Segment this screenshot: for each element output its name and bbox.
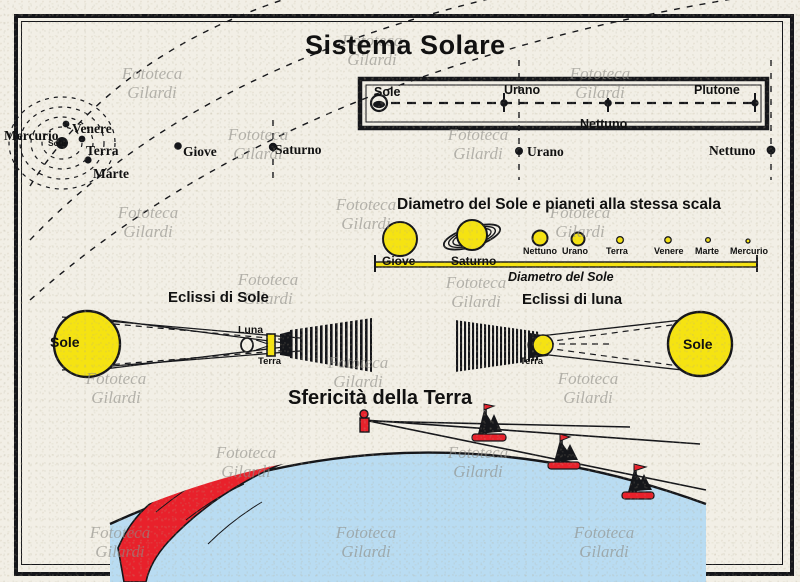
- planet-scale-disc: [615, 235, 625, 245]
- inset-scale-box: [357, 76, 770, 131]
- sun-label-orbit-map: Sole: [48, 138, 66, 148]
- inset-planet-label: Sole: [374, 85, 401, 99]
- orbit-arcs-inner: [8, 96, 116, 190]
- planet-scale-label: Saturno: [451, 254, 497, 268]
- inset-planet-label: Urano: [504, 83, 541, 97]
- inset-sun-symbol: [369, 93, 389, 113]
- eclipse-lunar-title: Eclissi di luna: [522, 291, 623, 308]
- diameter-scale-group: [374, 219, 758, 272]
- sun-diameter-band-label: Diametro del Sole: [508, 270, 614, 284]
- planet-scale-label: Giove: [382, 254, 416, 268]
- sun-label-lunar-eclipse: Sole: [683, 336, 713, 352]
- orbit-arcs: [29, 0, 731, 301]
- planet-scale-label: Venere: [654, 246, 684, 256]
- eclipse-lunar-group: [455, 310, 734, 378]
- planet-scale-disc: [704, 236, 712, 244]
- solar-shadow-hatch: [280, 318, 372, 372]
- sphericity-title: Sfericità della Terra: [288, 387, 473, 409]
- planet-scale-circles: [382, 219, 751, 257]
- orbit-planet-label: Marte: [93, 166, 129, 181]
- sphericity-group: [109, 403, 707, 582]
- planet-scale-disc: [456, 219, 488, 251]
- planet-scale-label: Marte: [695, 246, 720, 256]
- ship: [471, 403, 507, 442]
- orbit-planet-label: Venere: [72, 121, 112, 136]
- sun-disc-solar: [52, 309, 122, 379]
- planet-scale-disc: [382, 221, 418, 257]
- lighthouse: [359, 409, 370, 433]
- planet-scale-label: Terra: [606, 246, 628, 256]
- planet-scale-label: Urano: [562, 246, 589, 256]
- planet-scale-disc: [531, 229, 549, 247]
- planet-scale-label: Nettuno: [523, 246, 557, 256]
- orbit-planet-label: Urano: [527, 144, 564, 159]
- sun-disc-lunar: [666, 310, 734, 378]
- moon-disc: [240, 337, 254, 353]
- earth-label-solar-eclipse: Terra: [258, 356, 282, 367]
- solar-umbra-rays: [255, 339, 269, 351]
- orbit-planet-label: Saturno: [275, 142, 322, 157]
- orbit-planet-label: Mercurio: [4, 128, 59, 143]
- inset-planet-label: Nettuno: [580, 117, 628, 131]
- eclipse-solar-group: [52, 309, 372, 379]
- earth-disc-solar: [266, 333, 276, 357]
- inset-planet-ticks: [500, 93, 759, 112]
- sun-label-solar-eclipse: Sole: [50, 334, 80, 350]
- sun-diameter-band: [374, 255, 758, 272]
- orbit-planet-label: Giove: [183, 144, 217, 159]
- orbit-planet-dots: [56, 120, 776, 164]
- ship: [621, 463, 655, 500]
- eclipse-solar-title: Eclissi di Sole: [168, 289, 269, 306]
- earth-label-lunar-eclipse: Terra: [520, 356, 544, 367]
- orbit-planet-label: Nettuno: [709, 143, 756, 158]
- diameter-scale-title: Diametro del Sole e pianeti alla stessa …: [397, 196, 721, 213]
- ships: [471, 403, 655, 500]
- planet-scale-label: Mercurio: [730, 246, 769, 256]
- inset-planet-label: Plutone: [694, 83, 740, 97]
- planet-scale-disc: [570, 231, 586, 247]
- planet-scale-disc: [664, 236, 672, 244]
- moon-label: Luna: [238, 324, 264, 336]
- earth-sea: [110, 452, 706, 582]
- page-title: Sistema Solare: [305, 30, 506, 60]
- planet-scale-disc: [745, 238, 751, 244]
- earth-disc-lunar: [527, 334, 554, 356]
- ship: [547, 433, 581, 470]
- orbit-planet-label: Terra: [86, 143, 119, 158]
